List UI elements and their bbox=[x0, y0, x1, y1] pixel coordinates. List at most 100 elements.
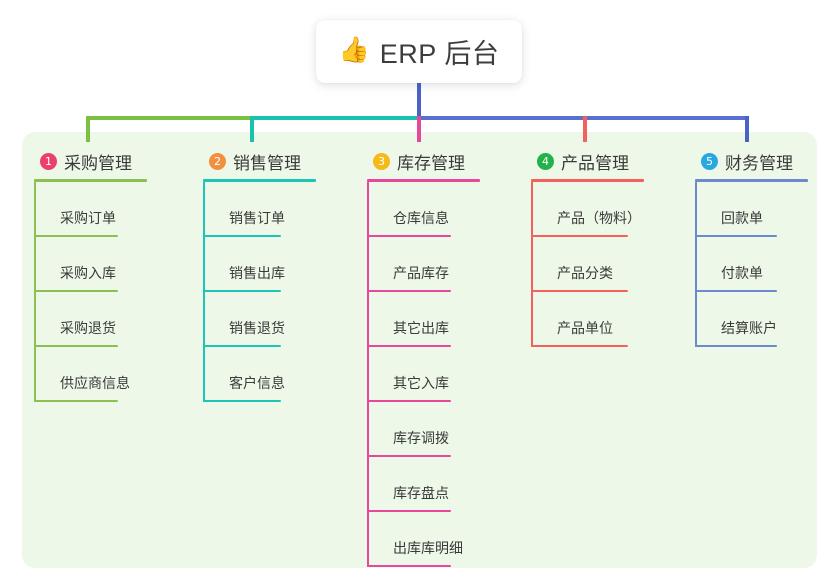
menu-item-rule bbox=[367, 235, 451, 237]
menu-item[interactable]: 产品库存 bbox=[367, 237, 480, 292]
menu-item-rule bbox=[203, 400, 281, 402]
column-spine bbox=[531, 182, 533, 347]
column-number-badge: 4 bbox=[537, 152, 554, 170]
menu-item[interactable]: 采购入库 bbox=[34, 237, 147, 292]
menu-item-label: 其它出库 bbox=[393, 320, 449, 336]
menu-item-label: 其它入库 bbox=[393, 375, 449, 391]
menu-item[interactable]: 客户信息 bbox=[203, 347, 316, 402]
menu-item-label: 产品库存 bbox=[393, 265, 449, 281]
column-title: 财务管理 bbox=[725, 153, 793, 173]
column-5: 5 财务管理回款单付款单结算账户 bbox=[695, 148, 808, 347]
column-spine bbox=[34, 182, 36, 402]
column-header-rule bbox=[34, 179, 147, 182]
menu-item-rule bbox=[34, 235, 118, 237]
menu-item-label: 销售订单 bbox=[229, 210, 285, 226]
column-header[interactable]: 5 财务管理 bbox=[695, 148, 808, 174]
menu-item[interactable]: 产品单位 bbox=[531, 292, 644, 347]
menu-item-label: 仓库信息 bbox=[393, 210, 449, 226]
menu-item-label: 产品（物料） bbox=[557, 210, 641, 226]
menu-item[interactable]: 其它出库 bbox=[367, 292, 480, 347]
menu-item-label: 客户信息 bbox=[229, 375, 285, 391]
menu-item-label: 库存盘点 bbox=[393, 485, 449, 501]
menu-item-rule bbox=[367, 510, 451, 512]
menu-item-rule bbox=[34, 290, 118, 292]
menu-item-label: 采购退货 bbox=[60, 320, 116, 336]
columns-panel bbox=[22, 132, 817, 568]
menu-item[interactable]: 供应商信息 bbox=[34, 347, 147, 402]
menu-item-rule bbox=[367, 400, 451, 402]
column-number-badge: 3 bbox=[373, 152, 390, 170]
menu-item[interactable]: 采购订单 bbox=[34, 182, 147, 237]
menu-item[interactable]: 库存调拨 bbox=[367, 402, 480, 457]
menu-item[interactable]: 产品分类 bbox=[531, 237, 644, 292]
menu-item[interactable]: 销售退货 bbox=[203, 292, 316, 347]
menu-item-label: 库存调拨 bbox=[393, 430, 449, 446]
column-2: 2 销售管理销售订单销售出库销售退货客户信息 bbox=[203, 148, 316, 402]
menu-item-label: 供应商信息 bbox=[60, 375, 130, 391]
menu-item[interactable]: 产品（物料） bbox=[531, 182, 644, 237]
menu-item[interactable]: 付款单 bbox=[695, 237, 808, 292]
menu-item[interactable]: 库存盘点 bbox=[367, 457, 480, 512]
menu-item-rule bbox=[695, 290, 777, 292]
root-title: ERP 后台 bbox=[379, 39, 500, 69]
menu-item-rule bbox=[367, 455, 451, 457]
menu-item[interactable]: 仓库信息 bbox=[367, 182, 480, 237]
menu-item[interactable]: 其它入库 bbox=[367, 347, 480, 402]
menu-item-rule bbox=[531, 290, 628, 292]
column-item-list: 销售订单销售出库销售退货客户信息 bbox=[203, 182, 316, 402]
menu-item-rule bbox=[695, 345, 777, 347]
column-title: 采购管理 bbox=[64, 153, 132, 173]
menu-item-rule bbox=[367, 345, 451, 347]
menu-item-rule bbox=[203, 235, 281, 237]
column-header-rule bbox=[367, 179, 480, 182]
menu-item-rule bbox=[367, 290, 451, 292]
thumbs-up-icon: 👍 bbox=[338, 36, 370, 64]
column-header-rule bbox=[531, 179, 644, 182]
menu-item-label: 采购订单 bbox=[60, 210, 116, 226]
column-spine bbox=[367, 182, 369, 567]
menu-item[interactable]: 出库库明细 bbox=[367, 512, 480, 567]
column-header[interactable]: 3 库存管理 bbox=[367, 148, 480, 174]
menu-item-label: 产品分类 bbox=[557, 265, 613, 281]
menu-item-label: 销售退货 bbox=[229, 320, 285, 336]
column-3: 3 库存管理仓库信息产品库存其它出库其它入库库存调拨库存盘点出库库明细 bbox=[367, 148, 480, 567]
menu-item-rule bbox=[695, 235, 777, 237]
menu-item-rule bbox=[34, 400, 118, 402]
menu-item-label: 采购入库 bbox=[60, 265, 116, 281]
column-item-list: 仓库信息产品库存其它出库其它入库库存调拨库存盘点出库库明细 bbox=[367, 182, 480, 567]
column-number-badge: 5 bbox=[701, 152, 718, 170]
column-title: 销售管理 bbox=[233, 153, 301, 173]
menu-item-label: 结算账户 bbox=[721, 320, 777, 336]
menu-item-rule bbox=[203, 345, 281, 347]
column-header[interactable]: 2 销售管理 bbox=[203, 148, 316, 174]
column-number-badge: 2 bbox=[209, 152, 226, 170]
menu-item-rule bbox=[531, 345, 628, 347]
column-title: 产品管理 bbox=[561, 153, 629, 173]
menu-item[interactable]: 销售出库 bbox=[203, 237, 316, 292]
menu-item-label: 产品单位 bbox=[557, 320, 613, 336]
column-spine bbox=[695, 182, 697, 347]
menu-item-label: 付款单 bbox=[721, 265, 763, 281]
column-title: 库存管理 bbox=[397, 153, 465, 173]
menu-item-label: 出库库明细 bbox=[393, 540, 463, 556]
column-header-rule bbox=[203, 179, 316, 182]
menu-item-label: 销售出库 bbox=[229, 265, 285, 281]
menu-item-rule bbox=[531, 235, 628, 237]
menu-item[interactable]: 回款单 bbox=[695, 182, 808, 237]
menu-item[interactable]: 结算账户 bbox=[695, 292, 808, 347]
column-4: 4 产品管理产品（物料） 产品分类产品单位 bbox=[531, 148, 644, 347]
menu-item-rule bbox=[203, 290, 281, 292]
menu-item[interactable]: 销售订单 bbox=[203, 182, 316, 237]
root-node[interactable]: 👍 ERP 后台 bbox=[316, 20, 522, 83]
menu-item-rule bbox=[367, 565, 451, 567]
column-spine bbox=[203, 182, 205, 402]
column-item-list: 产品（物料） 产品分类产品单位 bbox=[531, 182, 644, 347]
column-item-list: 回款单付款单结算账户 bbox=[695, 182, 808, 347]
column-item-list: 采购订单采购入库采购退货供应商信息 bbox=[34, 182, 147, 402]
menu-item[interactable]: 采购退货 bbox=[34, 292, 147, 347]
column-header[interactable]: 4 产品管理 bbox=[531, 148, 644, 174]
menu-item-label: 回款单 bbox=[721, 210, 763, 226]
column-header-rule bbox=[695, 179, 808, 182]
